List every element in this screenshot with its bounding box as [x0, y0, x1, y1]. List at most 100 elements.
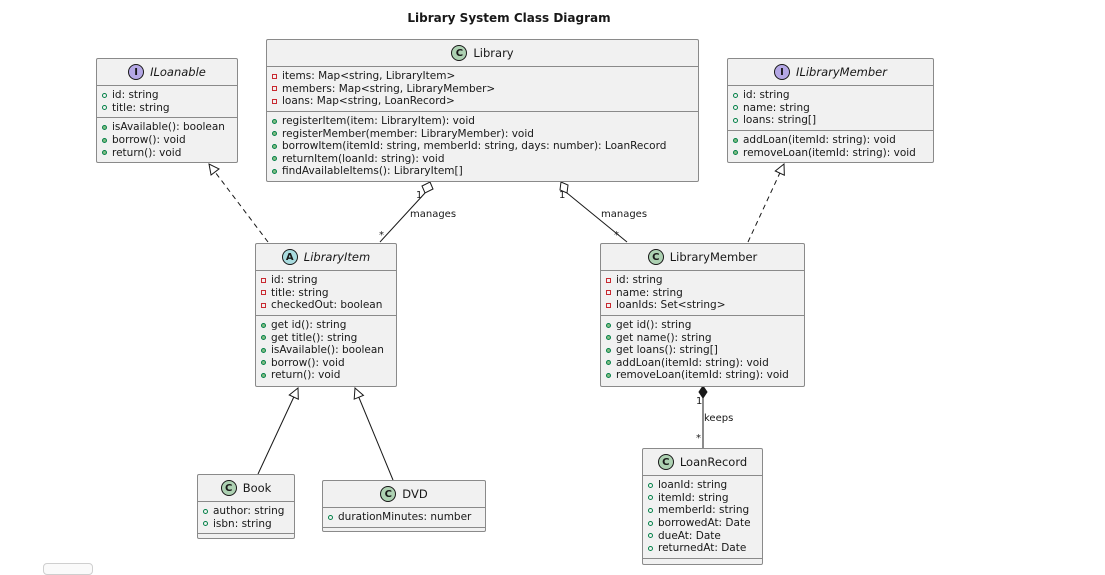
multiplicity-label: *: [614, 230, 619, 241]
method-section: get id(): string get name(): string get …: [601, 314, 804, 385]
attribute: loanIds: Set<string>: [606, 299, 799, 312]
public-marker-icon: [606, 347, 611, 353]
method: registerItem(item: LibraryItem): void: [272, 115, 693, 128]
method: get id(): string: [606, 319, 799, 332]
method: addLoan(itemId: string): void: [733, 134, 928, 147]
attribute: items: Map<string, LibraryItem>: [272, 70, 693, 83]
public-marker-icon: [261, 360, 266, 366]
class-name: ILoanable: [150, 65, 206, 79]
interface-badge-icon: I: [128, 64, 145, 80]
class-header: C Book: [198, 475, 294, 501]
public-marker-icon: [102, 105, 107, 111]
method: returnItem(loanId: string): void: [272, 153, 693, 166]
public-marker-icon: [733, 117, 738, 123]
attribute: id: string: [261, 274, 391, 287]
class-book[interactable]: C Book author: string isbn: string: [197, 474, 295, 539]
private-marker-icon: [272, 86, 277, 92]
attribute: checkedOut: boolean: [261, 299, 391, 312]
class-loanrecord[interactable]: C LoanRecord loanId: string itemId: stri…: [642, 448, 763, 565]
method: get loans(): string[]: [606, 344, 799, 357]
attribute: name: string: [733, 102, 928, 115]
attribute: title: string: [261, 287, 391, 300]
corner-widget[interactable]: [43, 563, 93, 575]
public-marker-icon: [203, 521, 208, 527]
method: get title(): string: [261, 331, 391, 344]
method: get id(): string: [261, 319, 391, 332]
attribute: itemId: string: [648, 492, 757, 505]
interface-ilibrarymember[interactable]: I ILibraryMember id: string name: string…: [727, 58, 934, 163]
attribute: members: Map<string, LibraryMember>: [272, 83, 693, 96]
attribute: id: string: [102, 89, 232, 102]
method-section: isAvailable(): boolean borrow(): void re…: [97, 117, 237, 162]
public-marker-icon: [648, 482, 653, 488]
public-marker-icon: [102, 92, 107, 98]
diagram-title: Library System Class Diagram: [407, 11, 611, 25]
attribute-section: author: string isbn: string: [198, 501, 294, 533]
attribute-section: durationMinutes: number: [323, 507, 485, 527]
method: addLoan(itemId: string): void: [606, 357, 799, 370]
public-marker-icon: [328, 514, 333, 520]
method-section: [198, 533, 294, 538]
attribute: id: string: [606, 274, 799, 287]
attribute: loanId: string: [648, 479, 757, 492]
multiplicity-label: 1: [696, 396, 702, 407]
public-marker-icon: [272, 168, 277, 174]
interface-badge-icon: I: [774, 64, 791, 80]
class-header: A LibraryItem: [256, 244, 396, 270]
public-marker-icon: [733, 137, 738, 143]
relation-label-manages-items: manages: [410, 209, 456, 220]
inheritance-edge-book-libraryitem: [257, 388, 298, 475]
class-header: I ILibraryMember: [728, 59, 933, 85]
private-marker-icon: [272, 73, 277, 79]
public-marker-icon: [261, 322, 266, 328]
realization-edge-librarymember-ilibrarymember: [747, 164, 784, 243]
relation-label-keeps: keeps: [704, 413, 733, 424]
interface-iloanable[interactable]: I ILoanable id: string title: string isA…: [96, 58, 238, 163]
attribute: borrowedAt: Date: [648, 517, 757, 530]
public-marker-icon: [648, 533, 653, 539]
class-dvd[interactable]: C DVD durationMinutes: number: [322, 480, 486, 532]
class-name: Library: [473, 46, 514, 60]
public-marker-icon: [272, 143, 277, 149]
class-header: I ILoanable: [97, 59, 237, 85]
class-badge-icon: C: [380, 486, 397, 502]
public-marker-icon: [733, 105, 738, 111]
class-header: C DVD: [323, 481, 485, 507]
attribute: dueAt: Date: [648, 529, 757, 542]
method: isAvailable(): boolean: [102, 121, 232, 134]
public-marker-icon: [606, 360, 611, 366]
class-header: C LoanRecord: [643, 449, 762, 475]
public-marker-icon: [102, 124, 107, 130]
class-library[interactable]: C Library items: Map<string, LibraryItem…: [266, 39, 699, 182]
method: removeLoan(itemId: string): void: [733, 146, 928, 159]
class-librarymember[interactable]: C LibraryMember id: string name: string …: [600, 243, 805, 387]
public-marker-icon: [261, 335, 266, 341]
class-badge-icon: C: [451, 45, 468, 61]
private-marker-icon: [261, 290, 266, 296]
public-marker-icon: [261, 347, 266, 353]
public-marker-icon: [733, 150, 738, 156]
method-section: [323, 526, 485, 532]
attribute: durationMinutes: number: [328, 511, 480, 524]
public-marker-icon: [606, 322, 611, 328]
public-marker-icon: [606, 372, 611, 378]
abstract-class-libraryitem[interactable]: A LibraryItem id: string title: string c…: [255, 243, 397, 387]
class-name: DVD: [402, 487, 428, 501]
attribute-section: id: string title: string: [97, 85, 237, 117]
public-marker-icon: [102, 150, 107, 156]
public-marker-icon: [272, 156, 277, 162]
class-header: C Library: [267, 40, 698, 66]
aggregation-edge-library-libraryitem: [379, 181, 434, 243]
public-marker-icon: [272, 131, 277, 137]
public-marker-icon: [261, 372, 266, 378]
attribute: author: string: [203, 505, 289, 518]
method: isAvailable(): boolean: [261, 344, 391, 357]
multiplicity-label: 1: [416, 190, 422, 201]
class-badge-icon: C: [647, 249, 664, 265]
method-section: addLoan(itemId: string): void removeLoan…: [728, 129, 933, 162]
attribute: memberId: string: [648, 504, 757, 517]
class-badge-icon: C: [220, 480, 237, 496]
class-name: LibraryMember: [669, 250, 758, 264]
attribute: title: string: [102, 102, 232, 115]
